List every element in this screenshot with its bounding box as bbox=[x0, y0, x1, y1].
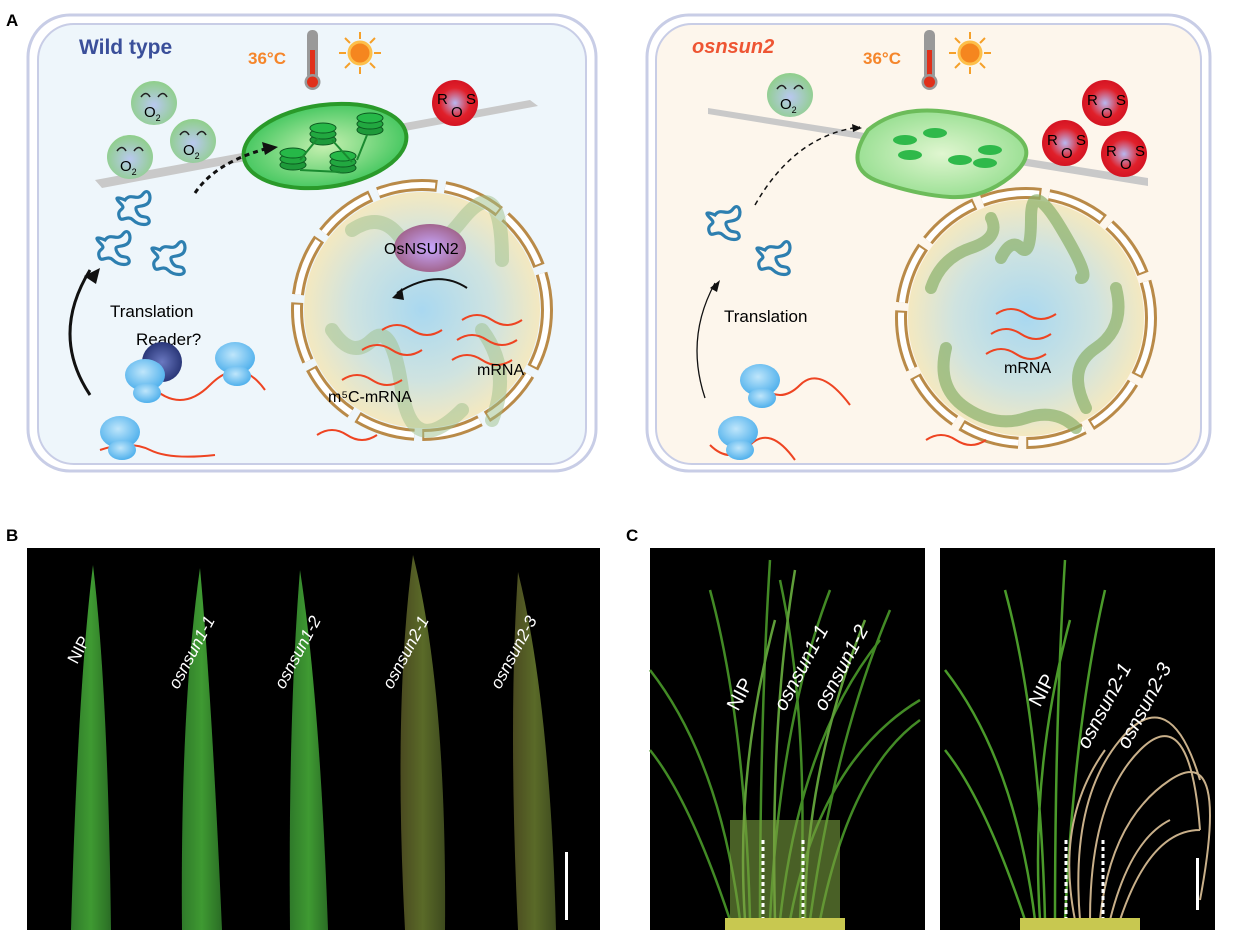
svg-text:O: O bbox=[1061, 145, 1073, 162]
osnsun2-label: OsNSUN2 bbox=[384, 241, 459, 258]
svg-text:R: R bbox=[1106, 143, 1117, 160]
svg-text:S: S bbox=[1116, 92, 1126, 109]
thermometer-icon bbox=[921, 30, 938, 90]
leaf-osnsun1-1 bbox=[181, 568, 222, 930]
sun-icon bbox=[339, 32, 381, 74]
svg-text:S: S bbox=[1135, 143, 1145, 160]
ros-molecule: ROS bbox=[1042, 120, 1088, 166]
thermometer-icon bbox=[304, 30, 321, 90]
nucleus: OsNSUN2 mRNA m⁵C-mRNA bbox=[297, 185, 547, 440]
svg-text:R: R bbox=[1047, 132, 1058, 149]
mrna-label: mRNA bbox=[1004, 360, 1051, 377]
osnsun2-enzyme bbox=[394, 224, 466, 272]
translation-arrow bbox=[696, 282, 716, 399]
panel-label-c: C bbox=[626, 526, 638, 545]
wild-type-cell: Wild type 36°C O2 O2 O2 R O S Translatio… bbox=[26, 13, 598, 473]
leaf-photo: NIP osnsun1-1 osnsun1-2 osnsun2-1 osnsun… bbox=[27, 548, 600, 930]
leaf-nip bbox=[71, 565, 111, 930]
temperature-label: 36°C bbox=[863, 49, 901, 68]
plant-photo-1: NIP osnsun1-1 osnsun1-2 bbox=[649, 548, 925, 930]
o2-label: O2 bbox=[183, 142, 200, 161]
svg-text:S: S bbox=[1076, 132, 1086, 149]
o2-label: O2 bbox=[780, 96, 797, 115]
mutant-title: osnsun2 bbox=[692, 36, 774, 58]
panel-label-a: A bbox=[6, 11, 18, 30]
svg-text:R: R bbox=[1087, 92, 1098, 109]
o2-label: O2 bbox=[120, 158, 137, 177]
ros-molecule: ROS bbox=[1101, 131, 1147, 177]
translation-label: Translation bbox=[110, 302, 193, 321]
ros-letter: R bbox=[437, 91, 448, 108]
panel-label-b: B bbox=[6, 526, 18, 545]
translation-arrow bbox=[68, 269, 92, 396]
ros-letter: O bbox=[451, 104, 463, 121]
wild-type-title: Wild type bbox=[79, 36, 172, 59]
mrna-label: mRNA bbox=[477, 362, 524, 379]
m5c-mrna-label: m⁵C-mRNA bbox=[328, 389, 412, 406]
o2-label: O2 bbox=[144, 104, 161, 123]
ros-letter: S bbox=[466, 91, 476, 108]
plant-photo-2: NIP osnsun2-1 osnsun2-3 bbox=[940, 548, 1215, 930]
temperature-label: 36°C bbox=[248, 49, 286, 68]
transport-arrow bbox=[193, 147, 266, 194]
leaf-osnsun1-2 bbox=[289, 570, 328, 930]
svg-text:O: O bbox=[1120, 156, 1132, 173]
svg-text:O: O bbox=[1101, 105, 1113, 122]
nucleus: mRNA bbox=[901, 193, 1151, 445]
mutant-cell: osnsun2 36°C O2 ROS ROS ROS Translation … bbox=[645, 13, 1212, 473]
ros-molecule: ROS bbox=[1082, 80, 1128, 126]
reader-label: Reader? bbox=[136, 330, 201, 349]
leaf-osnsun2-1 bbox=[400, 555, 446, 930]
chloroplast bbox=[241, 101, 409, 191]
sun-icon bbox=[949, 32, 991, 74]
damaged-chloroplast bbox=[855, 108, 1029, 200]
scale-bar bbox=[1196, 858, 1199, 910]
transport-arrow bbox=[754, 126, 861, 206]
leaf-osnsun2-3 bbox=[513, 572, 556, 930]
translation-label: Translation bbox=[724, 307, 807, 326]
scale-bar bbox=[565, 852, 568, 920]
